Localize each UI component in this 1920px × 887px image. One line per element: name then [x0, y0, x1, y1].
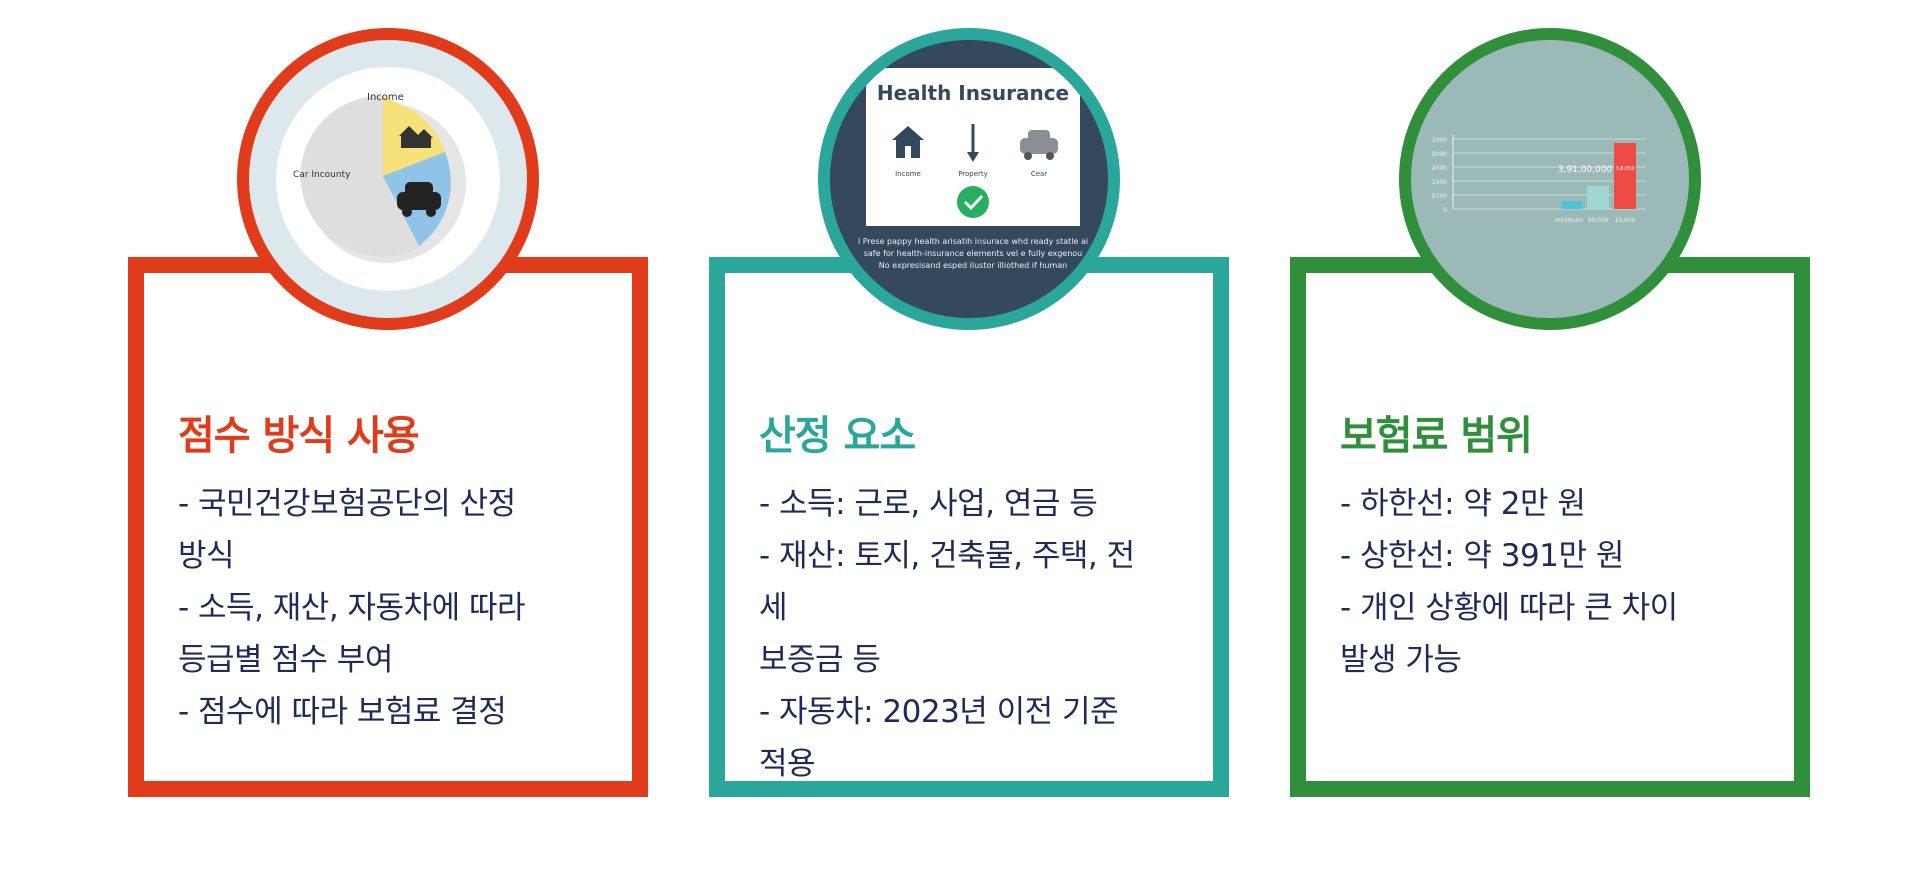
card-line: - 소득: 근로, 사업, 연금 등: [759, 486, 1098, 522]
card-line: - 자동차: 2023년 이전 기준: [759, 694, 1119, 730]
value-label: 3,91,00,000: [1558, 165, 1613, 175]
caption-line: l Prese pappy health arisatih insurace w…: [858, 237, 1088, 246]
card-premium-range: 보험료 범위 - 하한선: 약 2만 원 - 상한선: 약 391만 원 - 개…: [1290, 257, 1810, 797]
card-line: - 소득, 재산, 자동차에 따라: [178, 590, 526, 626]
health-insurance-illustration: Health Insurance Income Property Cear l …: [818, 28, 1120, 330]
card-body: - 하한선: 약 2만 원 - 상한선: 약 391만 원 - 개인 상황에 따…: [1340, 478, 1740, 686]
bar-min: [1561, 201, 1583, 209]
card-line: - 상한선: 약 391만 원: [1340, 538, 1624, 574]
x-label: 10,000: [1615, 217, 1636, 224]
icon-label-car: Cear: [1031, 170, 1047, 178]
pie-label-car: Car Incounty: [293, 170, 351, 180]
icon-label-property: Property: [958, 170, 988, 178]
card-scoring-method: 점수 방식 사용 - 국민건강보험공단의 산정 방식 - 소득, 재산, 자동차…: [128, 257, 648, 797]
car-icon: [397, 182, 441, 217]
card-line: - 재산: 토지, 건축물, 주택, 전세: [759, 538, 1135, 626]
bar-label: 3,8,050: [1615, 166, 1634, 172]
bar-mid: [1587, 186, 1609, 209]
caption-line: safe for health-insurance elements vel e…: [864, 249, 1083, 258]
y-tick: 0: [1443, 207, 1447, 214]
card-line: - 하한선: 약 2만 원: [1340, 486, 1586, 522]
card-title: 보험료 범위: [1340, 413, 1533, 459]
card-line: 발생 가능: [1340, 642, 1462, 678]
card-line: 등급별 점수 부여: [178, 642, 393, 678]
y-tick: 2000: [1432, 165, 1447, 172]
check-icon: [957, 186, 989, 218]
y-tick: 2000: [1432, 151, 1447, 158]
card-line: 방식: [178, 538, 235, 574]
card-line: 보증금 등: [759, 642, 881, 678]
icon-label-income: Income: [895, 170, 921, 178]
x-label: 30,000: [1588, 217, 1609, 224]
caption-line: No expresisand esped ilustor illiothed i…: [879, 261, 1067, 270]
card-body: - 소득: 근로, 사업, 연금 등 - 재산: 토지, 건축물, 주택, 전세…: [759, 478, 1159, 790]
pie-label-income: Income: [367, 92, 404, 103]
bar-chart-illustration: 2000 2000 2000 1500 5700 0 3,91,00,000 3…: [1399, 28, 1701, 330]
y-tick: 2000: [1432, 137, 1447, 144]
card-line: 적용: [759, 746, 816, 782]
y-tick: 5700: [1432, 193, 1447, 200]
pie-chart-illustration: Income Car Incounty: [237, 28, 539, 330]
card-line: - 점수에 따라 보험료 결정: [178, 694, 507, 730]
house-icon: [399, 126, 433, 148]
car-icon: [1020, 130, 1058, 160]
card-title: 점수 방식 사용: [178, 413, 420, 459]
card-calculation-factors: 산정 요소 - 소득: 근로, 사업, 연금 등 - 재산: 토지, 건축물, …: [709, 257, 1229, 797]
x-label: minimum: [1555, 217, 1584, 224]
illustration-heading: Health Insurance: [877, 81, 1069, 105]
y-tick: 1500: [1432, 179, 1447, 186]
card-line: - 개인 상황에 따라 큰 차이: [1340, 590, 1678, 626]
bar-max: [1614, 143, 1636, 209]
home-icon: [892, 126, 924, 158]
card-body: - 국민건강보험공단의 산정 방식 - 소득, 재산, 자동차에 따라 등급별 …: [178, 478, 578, 738]
arrow-down-icon: [967, 124, 979, 162]
card-title: 산정 요소: [759, 413, 916, 459]
card-line: - 국민건강보험공단의 산정: [178, 486, 516, 522]
